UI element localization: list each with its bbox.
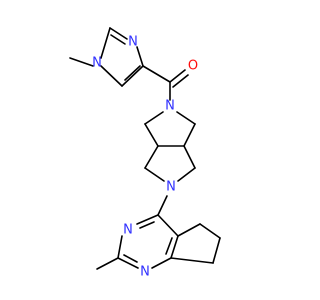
atom-label-pyrimidine-n1: N [140, 265, 150, 280]
bond-pyrimidine-c7a-c4a [170, 235, 179, 259]
bond-amine-pyrimidine [157, 195, 168, 216]
atom-label-imidazole-n-methyl: N [92, 56, 102, 71]
bond-cyclopentane-c7-c7a [170, 257, 214, 264]
bond-cyclopentane-c6-c7 [212, 237, 221, 264]
bond-pyrimidine-c7a-c4a-inner [165, 237, 173, 255]
bond-cyclopentane-c5-c6 [199, 223, 221, 239]
molecule-structure-canvas: N N O N N N N [69, 27, 221, 280]
atom-label-carbonyl-oxygen: O [188, 59, 198, 74]
bond-top-ring-n-c1 [144, 111, 164, 125]
atom-label-imidazole-n3: N [128, 35, 138, 50]
bond-imidazole-c4-n3 [136, 46, 144, 67]
bond-top-ring-c6a-c3 [183, 123, 196, 147]
atom-label-bottom-ring-nitrogen: N [166, 180, 176, 195]
bond-bottom-ring-c6-c6a [183, 145, 196, 169]
bond-top-ring-c3-n [176, 111, 196, 125]
bond-imidazole-c5-c4-inner [124, 65, 141, 81]
atom-label-top-ring-nitrogen: N [165, 99, 175, 114]
bond-pyrimidine-methyl [96, 257, 119, 270]
bond-carbonyl-o [169, 69, 186, 83]
bond-pyrimidine-c2-n1 [117, 257, 139, 269]
bond-pyrimidine-c4-n3 [136, 214, 159, 225]
atom-label-pyrimidine-n3: N [123, 223, 133, 238]
molecule-structure-diagram: N N O N N N N [69, 27, 221, 280]
bond-pyrimidine-c4-n3-inner [139, 221, 155, 229]
bond-top-ring-c1-c3a [144, 123, 159, 147]
bond-pyrimidine-n3-c2 [117, 235, 123, 259]
bond-imidazole-n3-c2-inner [110, 34, 126, 45]
bond-imidazole-n3-c2 [109, 27, 128, 40]
bond-pyrimidine-c2-n1-inner [123, 254, 138, 263]
bond-bottom-ring-c3a-c4 [144, 145, 159, 169]
bond-carbonyl-o-double [172, 74, 189, 88]
bond-imidazole-n1-c5 [100, 65, 123, 87]
bond-imidazole-c2-n1 [100, 27, 111, 59]
bonds [69, 27, 221, 270]
bond-bottom-ring-c4-n [144, 167, 165, 182]
bond-pyrimidine-n1-c7a [151, 257, 172, 269]
bond-imidazole-carbonyl [142, 65, 171, 83]
atom-labels: N N O N N N N [92, 35, 198, 280]
bond-pyrimidine-c4a-c4 [157, 214, 179, 237]
bond-bottom-ring-n-c6 [177, 167, 196, 182]
bond-imidazole-c5-c4 [121, 65, 144, 87]
bond-methyl-imidazole [69, 57, 94, 67]
bond-cyclopentane-c4a-c5 [177, 223, 201, 237]
